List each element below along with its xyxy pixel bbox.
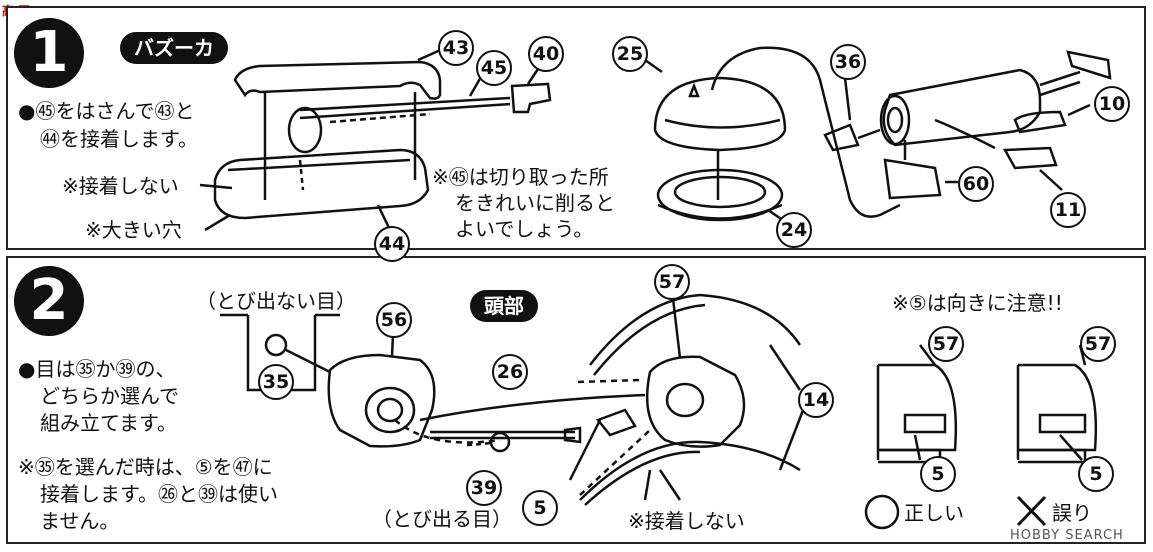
step2-note-1: ※㉟を選んだ時は、⑤を㊼に	[18, 455, 273, 479]
part-25: 25	[612, 36, 648, 72]
step2-note-no-glue: ※接着しない	[628, 509, 745, 533]
part-57-correct: 57	[928, 326, 964, 362]
orientation-note: ※⑤は向きに注意!!	[892, 291, 1063, 315]
step1-number: 1	[14, 18, 84, 88]
step1-note-big-hole: ※大きい穴	[85, 218, 182, 242]
part-57-head: 57	[654, 264, 690, 300]
part-60: 60	[958, 166, 994, 202]
watermark: HOBBY SEARCH	[1010, 528, 1124, 543]
eye-open-label: （とび出る目）	[372, 507, 512, 531]
step2-instruction-1: ●目は㉟か㊴の、	[18, 357, 176, 381]
part-10: 10	[1094, 86, 1130, 122]
step2-note-3: ません。	[40, 509, 120, 533]
step2-note-2: 接着します。㉖と㊴は使い	[40, 482, 278, 506]
part-5-correct: 5	[920, 456, 956, 492]
correct-label: 正しい	[904, 501, 964, 525]
part-57-wrong: 57	[1080, 326, 1116, 362]
part-44: 44	[374, 226, 410, 262]
step1-note-cut-3: よいでしょう。	[455, 217, 594, 241]
step1-instruction-1: ●㊺をはさんで㊸と	[18, 99, 195, 123]
wrong-label: 誤り	[1052, 501, 1092, 525]
part-43: 43	[438, 30, 474, 66]
part-14: 14	[798, 382, 834, 418]
step2-title: 頭部	[470, 290, 538, 322]
part-11: 11	[1050, 192, 1086, 228]
step2-instruction-3: 組み立てます。	[40, 411, 177, 435]
part-36: 36	[830, 44, 866, 80]
step1-note-cut-1: ※㊺は切り取った所	[432, 165, 609, 189]
part-45: 45	[476, 50, 512, 86]
part-5-wrong: 5	[1078, 456, 1114, 492]
step1-instruction-2: ㊹を接着します。	[40, 127, 198, 151]
step2-instruction-2: どちらか選んで	[40, 384, 179, 408]
step1-note-no-glue: ※接着しない	[62, 174, 179, 198]
step1-title: バズーカ	[120, 32, 228, 64]
part-35: 35	[258, 364, 294, 400]
step2-number: 2	[14, 266, 84, 336]
part-5-head: 5	[522, 490, 558, 526]
part-26: 26	[492, 354, 528, 390]
step1-note-cut-2: をきれいに削ると	[455, 191, 615, 215]
part-39: 39	[466, 470, 502, 506]
part-40: 40	[528, 36, 564, 72]
part-56: 56	[376, 302, 412, 338]
eye-closed-label: （とび出ない目）	[196, 289, 356, 313]
part-24: 24	[776, 212, 812, 248]
